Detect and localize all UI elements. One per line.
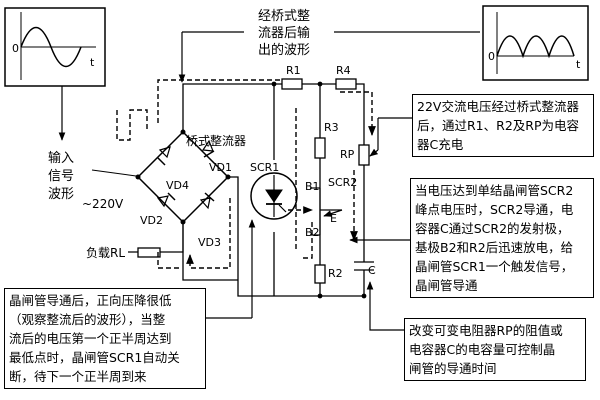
r4-label: R4 — [336, 64, 351, 77]
resistor-r3 — [314, 137, 326, 159]
note-charging-line-2: 后，通过R1、R2及RP为电容 — [417, 118, 579, 133]
note-turnoff: 晶闸管导通后，正向压降很低 （观察整流后的波形），当整 流后的电压第一个正半周达… — [4, 288, 206, 389]
r3-label: R3 — [324, 121, 339, 134]
load-label: 负载RL — [86, 246, 125, 260]
title-line-1: 经桥式整 — [258, 9, 310, 24]
resistor-r2 — [314, 264, 326, 284]
input-wave-axis-label: t — [90, 56, 95, 69]
diode-vd3 — [199, 192, 215, 210]
note-charging-line-1: 22V交流电压经过桥式整流器 — [417, 99, 579, 114]
note-control: 改变可变电阻器RP的阻值或 电容器C的电容量可控制晶 闸管的导通时间 — [404, 318, 586, 381]
note-turnoff-line-1: 晶闸管导通后，正向压降很低 — [9, 293, 172, 308]
dashed-path-return — [186, 198, 231, 269]
resistor-r1 — [281, 78, 303, 90]
note-turnoff-line-3: 流后的电压第一个正半周达到 — [9, 331, 172, 346]
rp-label: RP — [340, 148, 355, 161]
input-signal-line-3: 波形 — [48, 187, 74, 202]
dashed-path-left — [116, 109, 148, 141]
vd4-label: VD4 — [166, 179, 189, 192]
vd3-label: VD3 — [198, 236, 221, 249]
rp-wiper — [369, 148, 379, 157]
output-rectified-wave — [496, 35, 575, 59]
title-line-3: 出的波形 — [258, 42, 310, 58]
bridge-rectifier-label: 桥式整流器 — [186, 133, 246, 148]
note-control-line-3: 闸管的导通时间 — [409, 361, 497, 376]
diode-vd4 — [157, 146, 171, 166]
note-turnoff-line-5: 断，待下一个正半周到来 — [9, 369, 147, 384]
e-label: E — [330, 212, 337, 225]
output-waveform-panel: 0 t — [482, 5, 589, 81]
diode-vd2 — [156, 192, 176, 208]
callout-control-connector — [366, 281, 405, 331]
vd1-label: VD1 — [209, 161, 232, 174]
note-trigger: 当电压达到单结晶闸管SCR2 峰点电压时，SCR2导通，电 容器C通过SCR2的… — [410, 178, 594, 298]
thyristor-scr1 — [250, 172, 298, 220]
ac-voltage-label: ~220V — [82, 197, 124, 211]
r2-label: R2 — [328, 267, 343, 280]
note-charging: 22V交流电压经过桥式整流器 后，通过R1、R2及RP为电容 器C充电 — [412, 94, 594, 157]
b1-label: B1 — [305, 180, 320, 193]
input-sine-wave — [20, 26, 82, 68]
resistor-r4 — [335, 78, 357, 90]
title-line-2: 流器后输 — [258, 25, 310, 41]
potentiometer-rp — [358, 144, 370, 166]
waveform-title: 经桥式整 流器后输 出的波形 — [258, 9, 310, 58]
dashed-charge-path — [340, 91, 376, 136]
note-trigger-line-6: 晶闸管导通 — [415, 278, 478, 293]
dashed-path-load — [157, 252, 182, 269]
dashed-discharge-path — [300, 222, 313, 259]
input-signal-line-1: 输入 — [48, 150, 74, 166]
note-trigger-line-1: 当电压达到单结晶闸管SCR2 — [415, 183, 574, 198]
note-control-line-2: 电容器C的电容量可控制晶 — [409, 342, 556, 357]
capacitor-label: C — [368, 264, 376, 277]
note-trigger-line-3: 容器C通过SCR2的发射极， — [415, 221, 570, 236]
scr1-label: SCR1 — [250, 161, 279, 174]
dashed-path-top — [157, 79, 295, 123]
scr2-label: SCR2 — [328, 176, 357, 189]
vd2-label: VD2 — [140, 214, 163, 227]
note-trigger-line-2: 峰点电压时，SCR2导通，电 — [415, 202, 574, 217]
note-trigger-line-4: 基极B2和R2后迅速放电，给 — [415, 240, 574, 255]
r1-label: R1 — [286, 64, 301, 77]
output-wave-axis-label: t — [576, 58, 581, 71]
input-waveform-panel: 0 t — [4, 7, 106, 87]
diode-vd1 — [201, 139, 215, 158]
note-turnoff-line-2: （观察整流后的波形），当整 — [9, 312, 166, 327]
note-turnoff-line-4: 最低点时，晶闸管SCR1自动关 — [9, 350, 180, 365]
output-wave-zero-label: 0 — [488, 50, 495, 63]
load-resistor-rl — [137, 247, 161, 258]
input-signal-line-2: 信号 — [48, 169, 74, 184]
note-charging-line-3: 器C充电 — [417, 137, 464, 152]
input-wave-zero-label: 0 — [12, 42, 19, 55]
note-trigger-line-5: 晶闸管SCR1一个触发信号， — [415, 259, 574, 274]
ac-lead — [91, 169, 137, 177]
note-control-line-1: 改变可变电阻器RP的阻值或 — [409, 323, 563, 338]
